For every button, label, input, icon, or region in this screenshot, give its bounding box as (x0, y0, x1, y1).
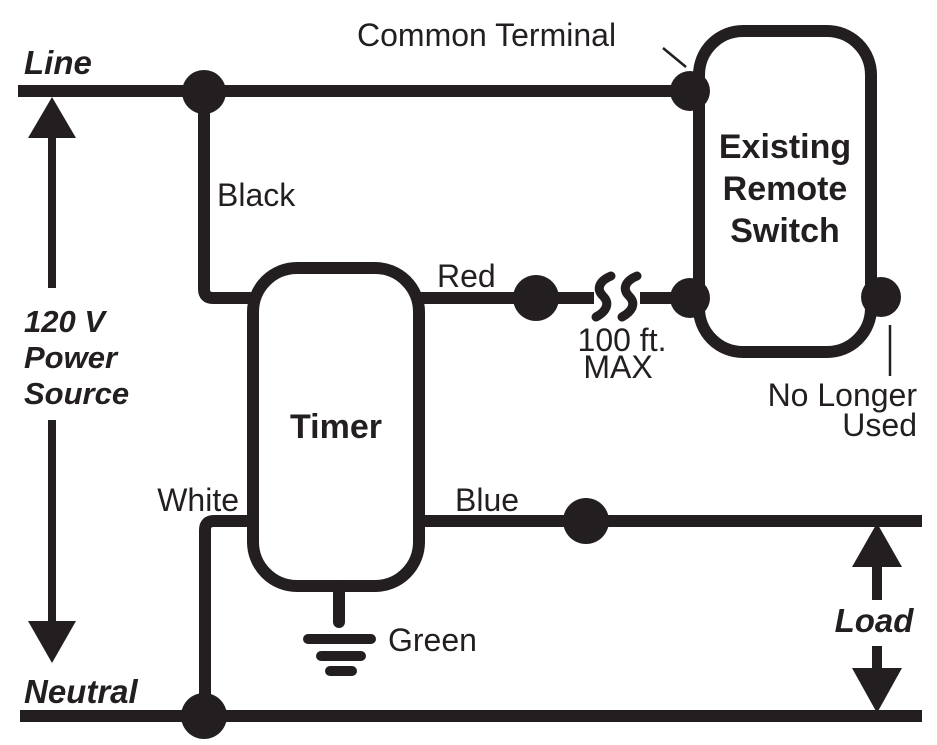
red-wire-label: Red (437, 258, 496, 294)
remote-switch-label: Existing Remote Switch (719, 128, 851, 250)
black-wire-label: Black (217, 177, 296, 213)
green-wire-label: Green (388, 622, 477, 658)
svg-text:Source: Source (24, 376, 129, 411)
no-longer-used-label: No Longer Used (768, 377, 918, 443)
white-wire (199, 515, 251, 716)
black-wire-branch: Black (182, 70, 296, 304)
wire-break-mark-2 (617, 271, 642, 322)
line-junction-dot (182, 70, 226, 114)
svg-text:No Longer: No Longer (768, 377, 918, 413)
timer-component: Timer (247, 262, 425, 592)
line-rail: Line (18, 44, 690, 97)
timer-label: Timer (290, 408, 382, 446)
power-arrow-up-head (28, 97, 76, 138)
neutral-junction-dot (181, 693, 227, 739)
remote-switch-box (693, 25, 877, 358)
remote-switch-component: Existing Remote Switch Common Terminal N… (357, 17, 917, 443)
power-source-arrow: 120 V Power Source (24, 97, 129, 663)
svg-text:Power: Power (24, 340, 119, 375)
blue-wire-label: Blue (455, 482, 519, 518)
switch-red-terminal-dot (670, 278, 710, 318)
ground-symbol: Green (303, 582, 477, 676)
svg-text:MAX: MAX (583, 349, 652, 385)
red-wire-dot (513, 275, 559, 321)
load-arrow-up-head (852, 523, 902, 567)
black-wire (198, 92, 251, 304)
white-wire-branch: White (157, 482, 251, 739)
svg-text:120 V: 120 V (24, 304, 107, 339)
load-arrow-down-head (852, 668, 902, 713)
unused-terminal-dot (861, 277, 901, 317)
neutral-rail: Neutral (20, 673, 922, 722)
blue-wire-dot (563, 498, 609, 544)
distance-limit-label: 100 ft. MAX (578, 322, 667, 385)
load-label: Load (835, 602, 915, 639)
common-terminal-dot (670, 71, 710, 111)
red-wire-branch: Red 100 ft. MAX (419, 258, 690, 385)
svg-text:Existing: Existing (719, 128, 851, 166)
load-arrow: Load (835, 523, 915, 713)
common-terminal-label: Common Terminal (357, 17, 616, 53)
svg-text:Used: Used (842, 407, 917, 443)
svg-text:100 ft.: 100 ft. (578, 322, 667, 358)
svg-text:Remote: Remote (723, 170, 848, 208)
line-label: Line (24, 44, 92, 81)
common-terminal-leader-line (662, 47, 687, 68)
power-source-label: 120 V Power Source (24, 304, 129, 411)
neutral-label: Neutral (24, 673, 139, 710)
wire-break-mark-1 (591, 271, 616, 322)
svg-text:Switch: Switch (730, 212, 840, 250)
power-arrow-down-head (28, 621, 76, 663)
blue-wire-branch: Blue (419, 482, 922, 544)
white-wire-label: White (157, 482, 239, 518)
